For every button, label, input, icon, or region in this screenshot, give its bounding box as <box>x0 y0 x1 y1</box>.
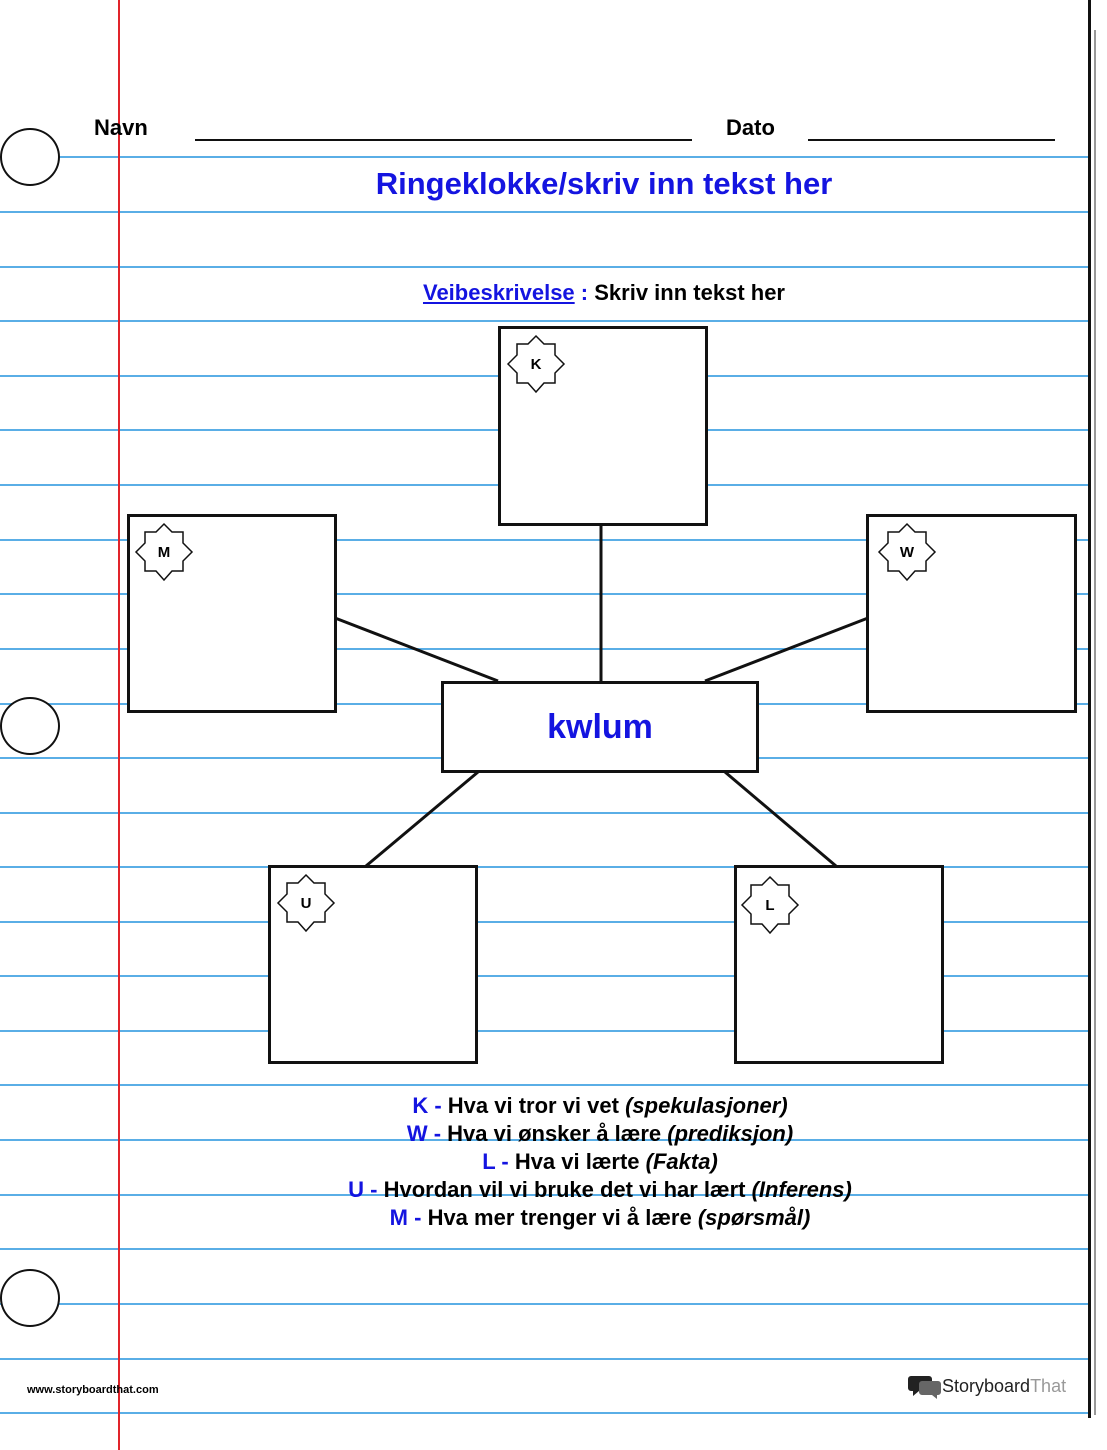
rule-line <box>0 1358 1090 1360</box>
rule-line <box>0 1084 1090 1086</box>
legend-row-k: K - Hva vi tror vi vet (spekulasjoner) <box>120 1092 1080 1120</box>
legend-note: (Inferens) <box>751 1177 852 1202</box>
connector-m <box>334 616 499 683</box>
star-icon <box>740 875 800 935</box>
box-w[interactable]: W <box>866 514 1077 713</box>
star-icon <box>134 522 194 582</box>
binder-hole <box>0 128 60 186</box>
star-badge-k: K <box>506 334 566 394</box>
star-badge-m: M <box>134 522 194 582</box>
page-edge-shadow <box>1094 30 1096 1415</box>
margin-line <box>118 0 120 1450</box>
legend-key: K - <box>412 1093 442 1118</box>
legend-row-m: M - Hva mer trenger vi å lære (spørsmål) <box>120 1204 1080 1232</box>
legend-key: U - <box>348 1177 378 1202</box>
name-field[interactable] <box>195 139 692 141</box>
box-m[interactable]: M <box>127 514 337 713</box>
legend-text: Hvordan vil vi bruke det vi har lært <box>383 1177 746 1202</box>
rule-line <box>0 156 1090 158</box>
directions-separator: : <box>580 280 589 305</box>
box-l[interactable]: L <box>734 865 944 1064</box>
box-m-letter: M <box>157 543 171 561</box>
date-field[interactable] <box>808 139 1055 141</box>
legend-row-u: U - Hvordan vil vi bruke det vi har lært… <box>120 1176 1080 1204</box>
legend-row-l: L - Hva vi lærte (Fakta) <box>120 1148 1080 1176</box>
legend-row-w: W - Hva vi ønsker å lære (prediksjon) <box>120 1120 1080 1148</box>
rule-line <box>0 1194 1090 1196</box>
box-u-letter: U <box>300 894 312 912</box>
rule-line <box>0 320 1090 322</box>
legend-note: (spørsmål) <box>697 1205 811 1230</box>
directions: Veibeskrivelse : Skriv inn tekst her <box>120 280 1088 306</box>
legend-note: (Fakta) <box>645 1149 718 1174</box>
page-title[interactable]: Ringeklokke/skriv inn tekst her <box>375 166 833 201</box>
rule-line <box>0 1412 1090 1414</box>
connector-u <box>365 770 479 868</box>
brand-name-second: That <box>1030 1375 1067 1396</box>
center-topic-box[interactable]: kwlum <box>441 681 759 773</box>
center-topic-label: kwlum <box>547 707 653 746</box>
legend-text: Hva vi tror vi vet <box>447 1093 619 1118</box>
connector-l <box>724 770 837 868</box>
rule-line <box>0 593 1090 595</box>
brand-name-first: Storyboard <box>942 1375 1031 1396</box>
box-l-letter: L <box>765 896 775 914</box>
star-badge-u: U <box>276 873 336 933</box>
rule-line <box>0 975 1090 977</box>
box-k[interactable]: K <box>498 326 708 526</box>
page-edge <box>1088 0 1091 1418</box>
rule-line <box>0 812 1090 814</box>
legend-text: Hva vi ønsker å lære <box>447 1121 662 1146</box>
rule-line <box>0 1303 1090 1305</box>
star-icon <box>276 873 336 933</box>
rule-line <box>0 211 1090 213</box>
rule-line <box>0 539 1090 541</box>
legend-note: (spekulasjoner) <box>625 1093 788 1118</box>
star-icon <box>506 334 566 394</box>
legend-key: L - <box>482 1149 509 1174</box>
box-k-letter: K <box>530 355 542 373</box>
rule-line <box>0 1139 1090 1141</box>
speech-bubble-icon <box>908 1376 941 1399</box>
rule-line <box>0 921 1090 923</box>
directions-label: Veibeskrivelse <box>422 280 575 305</box>
rule-line <box>0 1030 1090 1032</box>
directions-text[interactable]: Skriv inn tekst her <box>594 280 785 305</box>
legend-key: W - <box>406 1121 442 1146</box>
star-badge-w: W <box>877 522 937 582</box>
legend-key: M - <box>389 1205 422 1230</box>
box-w-letter: W <box>899 543 915 561</box>
name-label: Navn <box>94 115 148 140</box>
rule-line <box>0 266 1090 268</box>
binder-hole <box>0 697 60 755</box>
star-icon <box>877 522 937 582</box>
legend-text: Hva vi lærte <box>514 1149 640 1174</box>
rule-line <box>0 1248 1090 1250</box>
rule-line <box>0 648 1090 650</box>
box-u[interactable]: U <box>268 865 478 1064</box>
footer-url[interactable]: www.storyboardthat.com <box>27 1384 159 1396</box>
connector-w <box>704 616 869 683</box>
star-badge-l: L <box>740 875 800 935</box>
legend: K - Hva vi tror vi vet (spekulasjoner) W… <box>120 1092 1080 1232</box>
legend-text: Hva mer trenger vi å lære <box>427 1205 692 1230</box>
legend-note: (prediksjon) <box>667 1121 794 1146</box>
rule-line <box>0 866 1090 868</box>
date-label: Dato <box>726 115 775 140</box>
binder-hole <box>0 1269 60 1327</box>
